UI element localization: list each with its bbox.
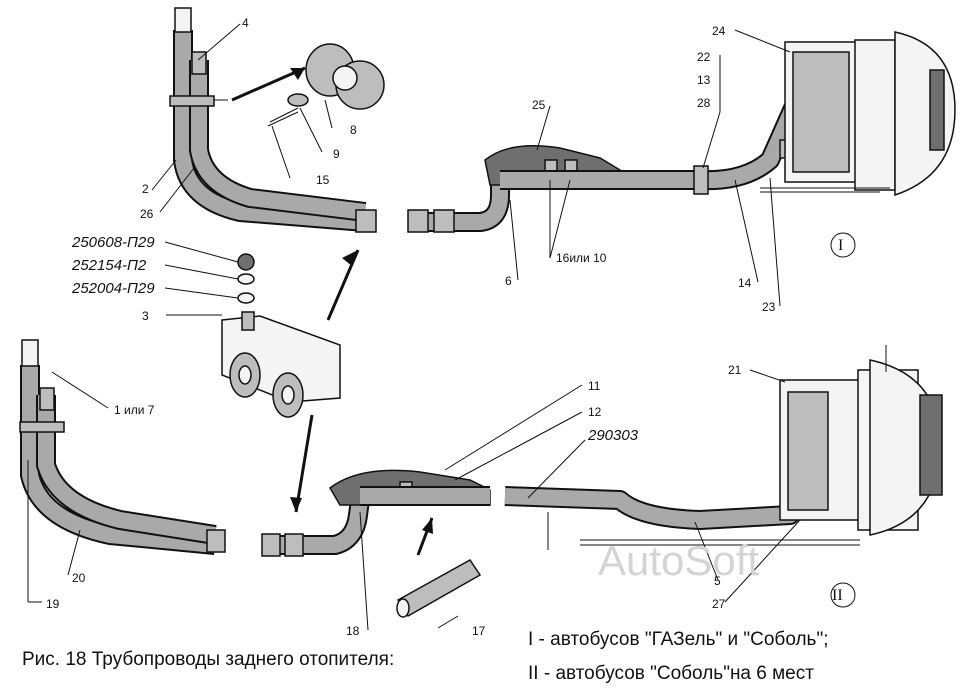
view-1-circle	[830, 232, 856, 258]
bolt-9-15	[267, 93, 309, 127]
view-2-assembly	[19, 339, 943, 618]
heater-unit-2	[779, 345, 943, 536]
view-label-1: I	[838, 237, 843, 254]
callout-23: 23	[762, 300, 776, 314]
callout-20: 20	[72, 571, 86, 585]
fastener-washer-label: 252154-П2	[71, 257, 147, 274]
callout-5: 5	[714, 574, 721, 588]
callout-27: 27	[712, 597, 726, 611]
callout-21: 21	[728, 363, 742, 377]
double-clamp-3	[221, 249, 360, 513]
clamp-8	[305, 43, 385, 110]
legend-line-2: II - автобусов "Соболь"на 6 мест	[528, 663, 814, 684]
heater-unit-1	[760, 31, 956, 197]
callout-22: 22	[697, 50, 711, 64]
callout-8: 8	[350, 123, 357, 137]
callout-290303: 290303	[587, 427, 639, 444]
callout-6: 6	[505, 274, 512, 288]
sleeve-17	[396, 517, 482, 618]
callout-1-or-7: 1 или 7	[114, 403, 155, 417]
callout-2: 2	[142, 182, 149, 196]
callout-17: 17	[472, 624, 486, 638]
right-pipe-run-upper	[407, 65, 820, 233]
view-label-2: II	[832, 587, 843, 604]
callout-12: 12	[588, 405, 602, 419]
callout-18: 18	[346, 624, 360, 638]
watermark: AutoSoft	[598, 537, 759, 584]
callout-11: 11	[588, 379, 601, 393]
right-pipe-run-lower	[261, 467, 860, 557]
left-hose-loop-lower	[19, 339, 226, 555]
callout-24: 24	[712, 24, 726, 38]
leader-lines	[27, 23, 801, 631]
fastener-washer2-label: 252004-П29	[71, 280, 155, 297]
callout-4: 4	[242, 16, 249, 30]
callout-13: 13	[697, 73, 711, 87]
view-2-circle	[830, 582, 856, 608]
callout-28: 28	[697, 96, 711, 110]
callout-labels: 4 2 26 8 9 15 25 6 16или 10 24 22 13 28 …	[22, 16, 843, 684]
arrow-to-clamp-upper	[231, 66, 306, 102]
fastener-nut-label: 250608-П29	[71, 234, 155, 251]
figure-caption: Рис. 18 Трубопроводы заднего отопителя:	[22, 649, 394, 670]
callout-14: 14	[738, 276, 752, 290]
callout-15: 15	[316, 173, 330, 187]
legend-line-1: I - автобусов "ГАЗель" и "Соболь";	[528, 629, 828, 650]
fasteners	[237, 253, 255, 304]
callout-19: 19	[46, 597, 60, 611]
callout-16-or-10: 16или 10	[556, 251, 607, 265]
callout-26: 26	[140, 207, 154, 221]
left-hose-loop-upper	[169, 7, 377, 233]
callout-3: 3	[142, 309, 149, 323]
callout-9: 9	[333, 147, 340, 161]
callout-25: 25	[532, 98, 546, 112]
view-1-assembly	[169, 7, 956, 233]
